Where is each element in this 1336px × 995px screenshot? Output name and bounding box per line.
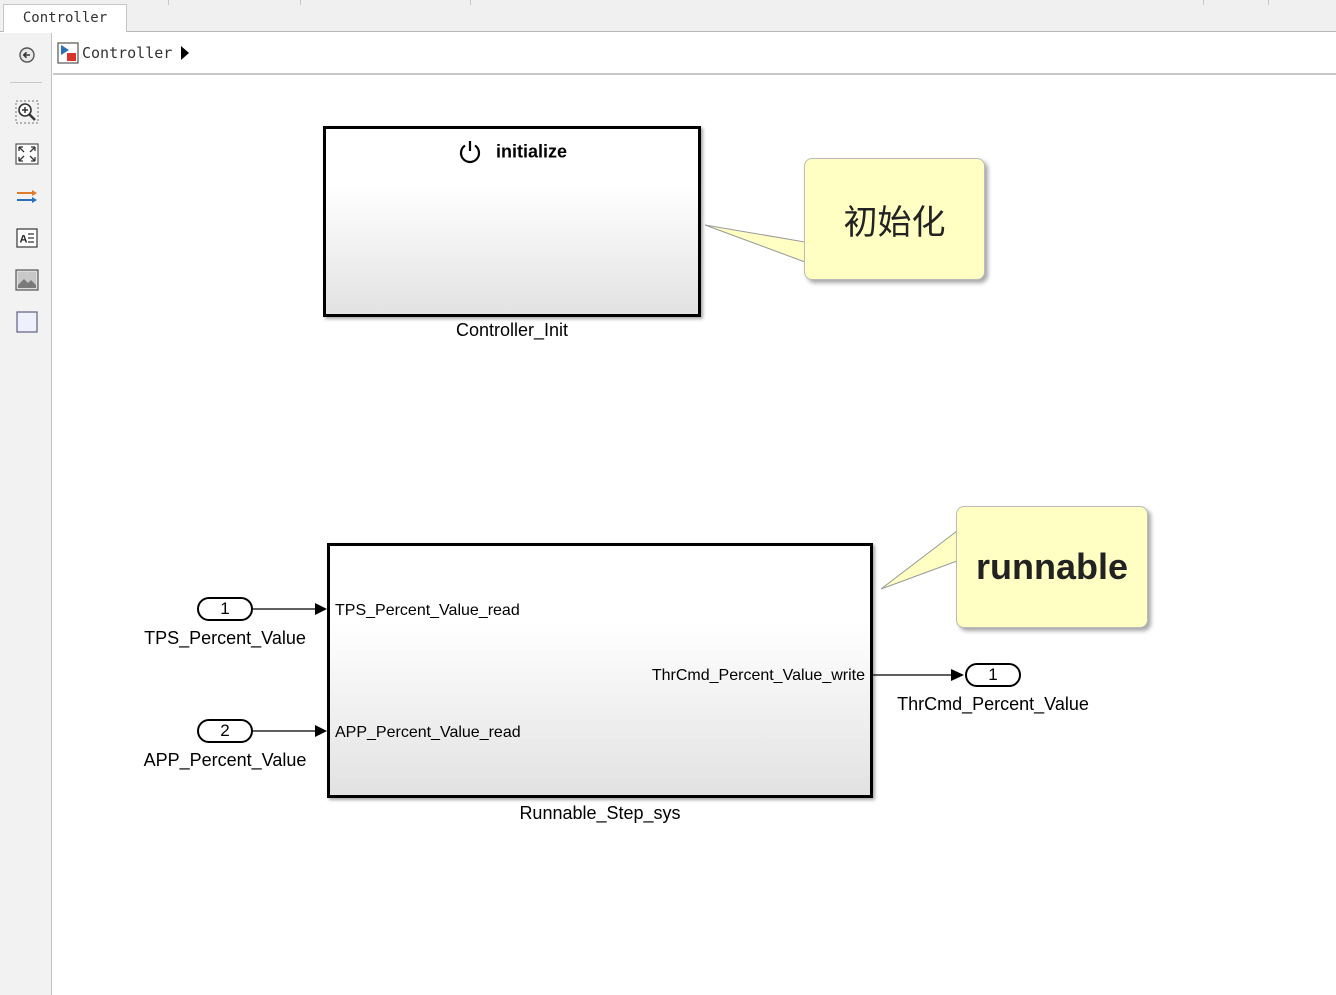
address-bar: Controller [53, 33, 1336, 75]
inport-block[interactable]: 2 [197, 719, 253, 743]
tab-controller[interactable]: Controller [3, 4, 127, 32]
left-toolbar: A [0, 33, 52, 995]
outport-name[interactable]: ThrCmd_Percent_Value [897, 694, 1089, 714]
zoom-icon [15, 100, 39, 124]
annotation-note[interactable]: runnable [956, 506, 1148, 628]
block-header-label: initialize [496, 141, 568, 162]
signal-lines-icon [17, 190, 37, 203]
input-port-label: TPS_Percent_Value_read [335, 602, 520, 619]
fit-view-icon [15, 143, 39, 165]
inport-name[interactable]: APP_Percent_Value [143, 750, 307, 770]
breadcrumb[interactable]: Controller [82, 44, 173, 62]
image-icon [15, 269, 39, 291]
inport-block[interactable]: 1 [197, 597, 253, 621]
model-canvas[interactable]: initialize Controller_Init 初始化 TPS_Perce… [53, 77, 1336, 995]
breadcrumb-arrow-icon[interactable] [180, 46, 190, 60]
inport-name[interactable]: TPS_Percent_Value [144, 628, 306, 648]
back-button[interactable] [13, 41, 41, 69]
outport-block[interactable]: 1 [965, 663, 1021, 687]
signal-lines-button[interactable] [13, 183, 41, 211]
annotation-icon: A [16, 228, 38, 248]
back-icon [19, 47, 35, 63]
toolbar-divider [10, 82, 42, 83]
tab-separator [1268, 0, 1269, 5]
zoom-button[interactable] [13, 98, 41, 126]
power-icon [459, 141, 481, 164]
output-port-label: ThrCmd_Percent_Value_write [651, 667, 865, 684]
tab-strip: Controller [0, 0, 1336, 32]
input-port-label: APP_Percent_Value_read [335, 724, 521, 741]
tab-separator [470, 0, 471, 5]
model-icon [57, 42, 79, 64]
tab-separator [168, 0, 169, 5]
block-header: initialize [326, 139, 698, 165]
block-name[interactable]: Runnable_Step_sys [519, 803, 681, 823]
block-name[interactable]: Controller_Init [455, 320, 569, 340]
annotation-note[interactable]: 初始化 [804, 158, 985, 280]
image-button[interactable] [13, 266, 41, 294]
fit-view-button[interactable] [13, 140, 41, 168]
annotation-button[interactable]: A [13, 224, 41, 252]
runnable-step-block[interactable]: TPS_Percent_Value_read APP_Percent_Value… [327, 543, 873, 798]
area-button[interactable] [13, 308, 41, 336]
area-icon [16, 311, 38, 333]
tab-separator [300, 0, 301, 5]
tab-separator [1203, 0, 1204, 5]
controller-init-block[interactable]: initialize [323, 126, 701, 317]
svg-text:A: A [20, 234, 28, 246]
